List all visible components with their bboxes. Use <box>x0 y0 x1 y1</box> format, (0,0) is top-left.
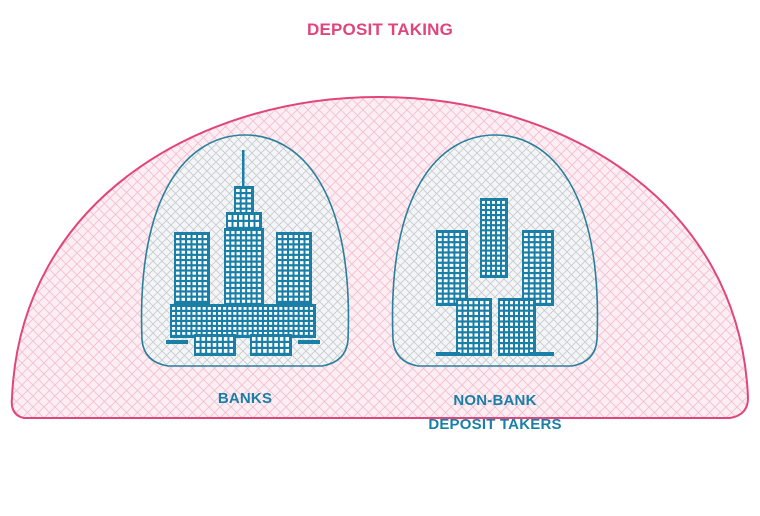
nonbank-label-line-2: DEPOSIT TAKERS <box>428 416 562 433</box>
nonbank-label: NON-BANK DEPOSIT TAKERS <box>395 389 595 437</box>
banks-label: BANKS <box>170 390 320 407</box>
diagram-title: DEPOSIT TAKING <box>306 20 454 39</box>
office-buildings-icon <box>436 198 554 356</box>
deposit-taking-dome <box>10 95 750 419</box>
nonbank-label-line-1: NON-BANK <box>453 392 537 409</box>
skyscraper-cluster-icon <box>166 150 320 356</box>
banks-label-line: BANKS <box>217 390 273 407</box>
